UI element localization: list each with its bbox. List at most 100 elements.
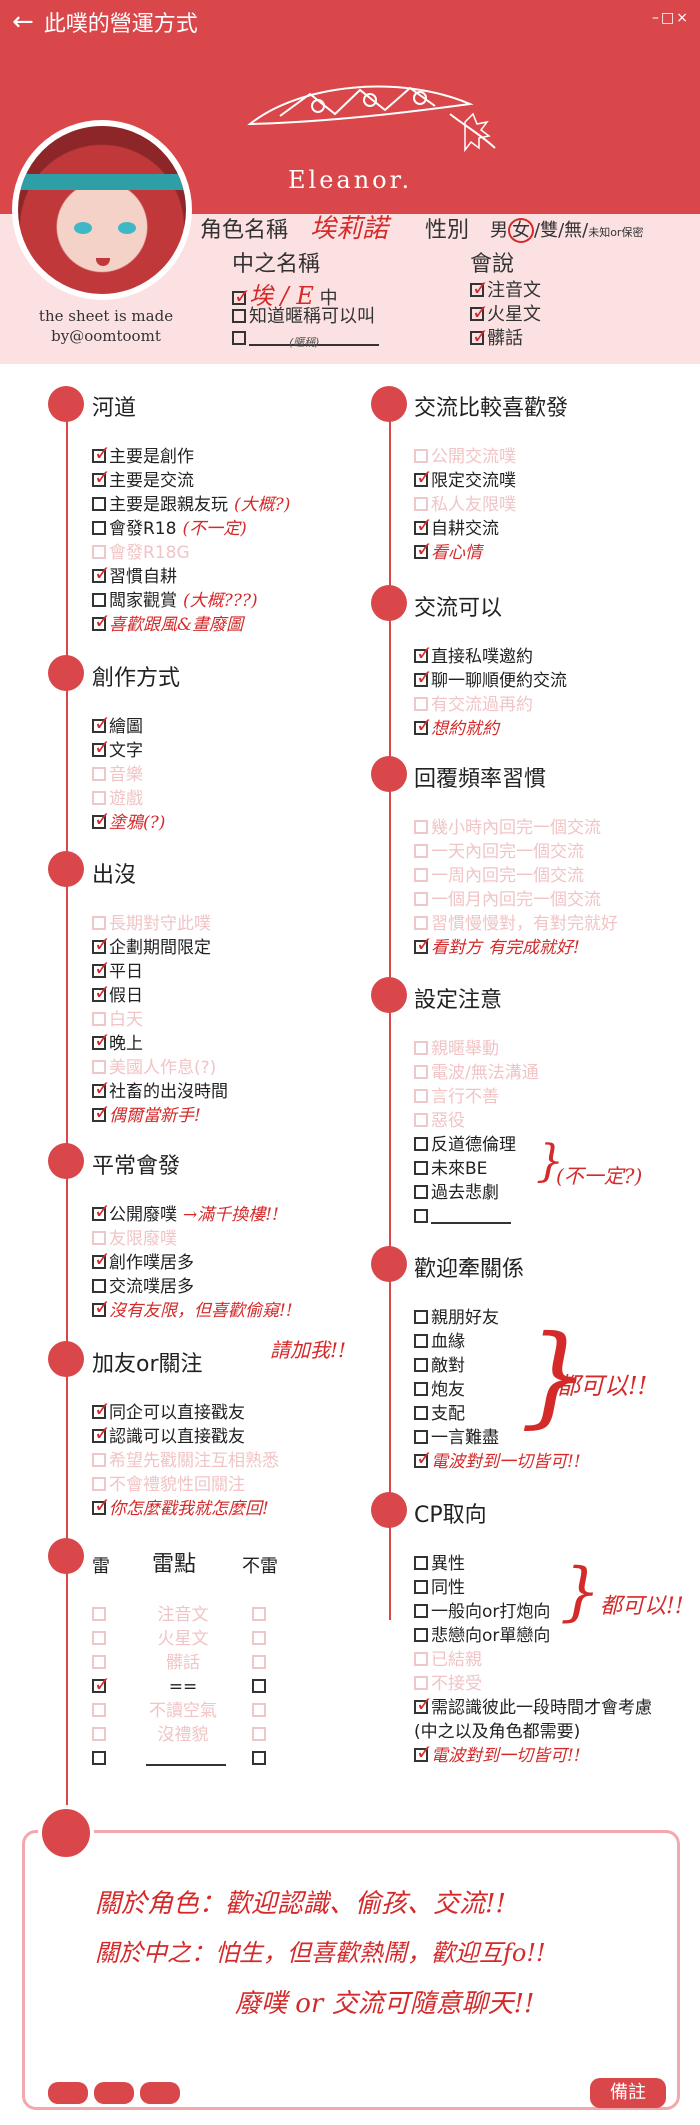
checkbox-icon[interactable] [92, 1494, 111, 1516]
list-item[interactable]: 限定交流噗 [414, 466, 516, 492]
checkbox-icon[interactable] [414, 714, 433, 736]
list-item[interactable]: 喜歡跟風&畫廢圖 [92, 610, 243, 636]
checkbox-icon[interactable] [414, 1556, 428, 1570]
list-item[interactable]: 社畜的出沒時間 [92, 1077, 228, 1103]
list-item[interactable]: 異性 [414, 1553, 465, 1575]
list-item[interactable]: 反道德倫理 [414, 1134, 516, 1156]
list-item[interactable]: 主要是創作 [92, 442, 194, 468]
list-item[interactable]: 直接私噗邀約 [414, 642, 533, 668]
checkbox-icon[interactable] [414, 666, 433, 688]
list-item[interactable]: 會發R18(不一定) [92, 518, 247, 540]
checkbox-icon[interactable] [92, 466, 111, 488]
checkbox-icon[interactable] [92, 736, 111, 758]
checkbox-icon[interactable] [92, 981, 111, 1003]
list-item[interactable]: 想約就約 [414, 714, 499, 740]
thunder-left-checkbox-icon[interactable] [92, 1672, 111, 1696]
gender-male[interactable]: 男 [490, 220, 508, 241]
checkbox-icon[interactable] [92, 593, 106, 607]
list-item[interactable]: 沒有友限，但喜歡偷窺!! [92, 1296, 293, 1322]
checkbox-icon[interactable] [414, 1209, 428, 1223]
checkbox-icon[interactable] [414, 538, 433, 560]
gender-female-selected[interactable]: 女 [508, 218, 534, 243]
list-item[interactable]: 同企可以直接戳友 [92, 1398, 245, 1424]
checkbox-icon[interactable] [470, 324, 489, 348]
list-item[interactable]: 過去悲劇 [414, 1182, 499, 1204]
checkbox-icon[interactable] [92, 562, 111, 584]
checkbox-icon[interactable] [414, 466, 433, 488]
checkbox-icon[interactable] [232, 331, 246, 345]
gender-other[interactable]: 未知or保密 [588, 226, 644, 239]
list-item[interactable]: 創作噗居多 [92, 1248, 194, 1274]
list-item[interactable]: 同性 [414, 1577, 465, 1599]
checkbox-icon[interactable] [414, 1604, 428, 1618]
know-nick-row[interactable]: 知道暱稱可以叫 [232, 302, 375, 328]
list-item[interactable]: 闆家觀賞(大概???) [92, 590, 258, 612]
checkbox-icon[interactable] [414, 1310, 428, 1324]
nickname-row[interactable]: (暱稱) [232, 328, 379, 349]
checkbox-icon[interactable] [414, 933, 433, 955]
memo-button[interactable]: 備註 [590, 2078, 666, 2108]
list-item[interactable]: 自耕交流 [414, 514, 499, 540]
nakanohito-row[interactable]: 埃 / E 中 [232, 276, 338, 311]
list-item[interactable]: 平日 [92, 957, 143, 983]
checkbox-icon[interactable] [414, 1580, 428, 1594]
checkbox-icon[interactable] [414, 1693, 433, 1715]
checkbox-icon[interactable] [92, 933, 111, 955]
checkbox-icon[interactable] [414, 1382, 428, 1396]
checkbox-icon[interactable] [92, 1200, 111, 1222]
list-item[interactable]: 偶爾當新手! [92, 1101, 201, 1127]
list-item[interactable]: 血緣 [414, 1331, 465, 1353]
checkbox-icon[interactable] [414, 1447, 433, 1469]
list-item[interactable]: 主要是跟親友玩(大概?) [92, 494, 290, 516]
checkbox-icon[interactable] [92, 1248, 111, 1270]
list-item[interactable]: 晚上 [92, 1029, 143, 1055]
list-item[interactable]: 交流噗居多 [92, 1276, 194, 1298]
checkbox-icon[interactable] [470, 276, 489, 300]
footer-pill-button[interactable] [48, 2082, 88, 2104]
list-item[interactable]: 電波對到一切皆可!! [414, 1741, 581, 1767]
list-item[interactable]: 需認識彼此一段時間才會考慮 [414, 1693, 652, 1719]
checkbox-icon[interactable] [92, 497, 106, 511]
list-item[interactable]: 塗鴉(?) [92, 808, 165, 834]
nickname-blank[interactable]: (暱稱) [249, 330, 379, 349]
checkbox-icon[interactable] [414, 1406, 428, 1420]
checkbox-icon[interactable] [92, 610, 111, 632]
list-item[interactable]: 假日 [92, 981, 143, 1007]
footer-pill-button[interactable] [140, 2082, 180, 2104]
list-item[interactable]: 電波對到一切皆可!! [414, 1447, 581, 1473]
checkbox-icon[interactable] [414, 1334, 428, 1348]
checkbox-icon[interactable] [92, 1296, 111, 1318]
checkbox-icon[interactable] [92, 808, 111, 830]
checkbox-icon[interactable] [92, 1279, 106, 1293]
checkbox-icon[interactable] [414, 1628, 428, 1642]
list-item[interactable]: 一般向or打炮向 [414, 1601, 550, 1623]
list-item[interactable]: 認識可以直接戳友 [92, 1422, 245, 1448]
checkbox-icon[interactable] [414, 1137, 428, 1151]
list-item[interactable]: 習慣自耕 [92, 562, 177, 588]
list-item[interactable]: 主要是交流 [92, 466, 194, 492]
list-item[interactable]: 文字 [92, 736, 143, 762]
list-item[interactable]: 悲戀向or單戀向 [414, 1625, 550, 1647]
checkbox-icon[interactable] [414, 1358, 428, 1372]
checkbox-icon[interactable] [414, 1161, 428, 1175]
checkbox-icon[interactable] [92, 521, 106, 535]
checkbox-icon[interactable] [414, 1741, 433, 1763]
thunder-left-checkbox-icon[interactable] [92, 1751, 106, 1765]
checkbox-icon[interactable] [92, 1101, 111, 1123]
list-item[interactable] [414, 1206, 511, 1228]
lang-item[interactable]: 髒話 [470, 324, 523, 350]
list-item[interactable]: 未來BE [414, 1158, 487, 1180]
blank-line[interactable] [431, 1208, 511, 1224]
checkbox-icon[interactable] [470, 300, 489, 324]
list-item[interactable]: 聊一聊順便約交流 [414, 666, 567, 692]
checkbox-icon[interactable] [414, 514, 433, 536]
lang-item[interactable]: 火星文 [470, 300, 541, 326]
checkbox-icon[interactable] [414, 1185, 428, 1199]
thunder-blank-line[interactable] [146, 1750, 226, 1766]
checkbox-icon[interactable] [92, 1422, 111, 1444]
list-item[interactable]: 你怎麼戳我就怎麼回! [92, 1494, 269, 1520]
list-item[interactable]: 炮友 [414, 1379, 465, 1401]
list-item[interactable]: 繪圖 [92, 712, 143, 738]
checkbox-icon[interactable] [92, 442, 111, 464]
